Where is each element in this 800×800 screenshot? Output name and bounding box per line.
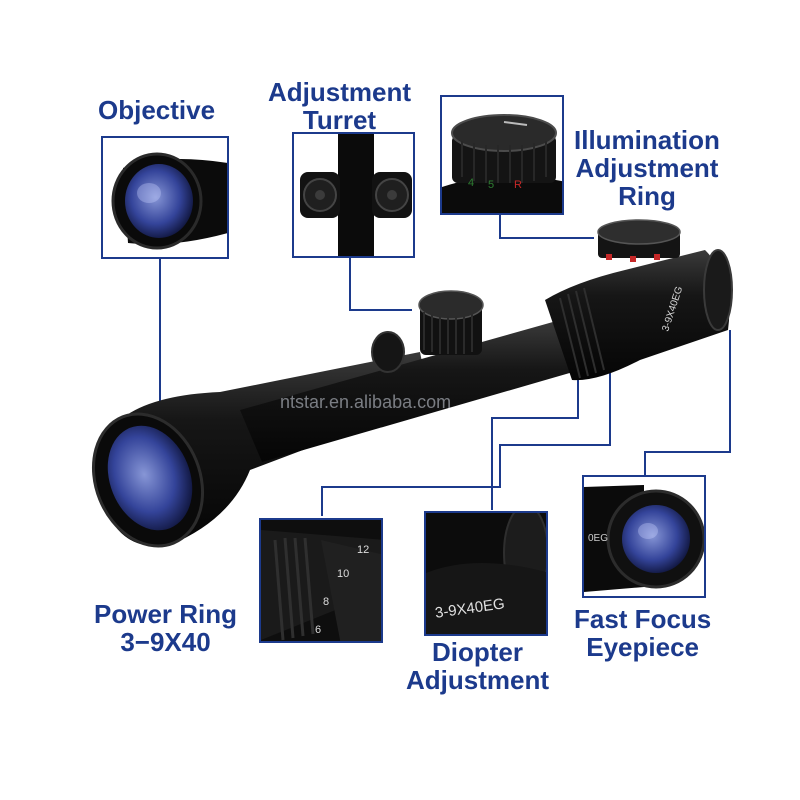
label-illumination-ring: Illumination Adjustment Ring — [574, 125, 720, 211]
power-number-8: 8 — [323, 596, 330, 608]
inset-power-ring: 6 8 10 12 — [259, 518, 383, 643]
inset-illumination: 4 5 R — [440, 95, 564, 215]
inset-eyepiece: 0EG — [582, 475, 706, 598]
leader-illum — [499, 215, 594, 239]
leader-power — [321, 372, 611, 516]
power-number-6: 6 — [315, 624, 322, 636]
eyepiece-rim — [703, 249, 733, 331]
label-diopter-adjustment: Diopter Adjustment — [406, 637, 549, 695]
leader-turret — [349, 258, 412, 311]
power-number-12: 12 — [357, 544, 370, 556]
inset-turret — [292, 132, 415, 258]
main-tube — [240, 320, 580, 462]
label-objective: Objective — [98, 95, 216, 125]
leader-focus — [644, 330, 731, 475]
windage-turret — [371, 331, 405, 373]
eyepiece-assembly — [545, 249, 733, 381]
objective-lens — [107, 425, 193, 531]
inset-diopter: 3-9X40EG — [424, 511, 548, 636]
label-adjustment-turret: Adjustment Turret — [268, 77, 411, 135]
illum-number-r: R — [514, 179, 522, 191]
power-number-10: 10 — [337, 568, 350, 580]
inset-objective — [101, 136, 229, 259]
illum-number-5: 5 — [488, 179, 495, 191]
eyepiece-inset-marking: 0EG — [588, 533, 609, 544]
illum-number-4: 4 — [468, 177, 475, 189]
elevation-turret — [418, 290, 484, 355]
label-power-ring: Power Ring 3−9X40 — [94, 599, 238, 657]
label-fast-focus-eyepiece: Fast Focus Eyepiece — [574, 604, 712, 662]
illumination-knob — [597, 219, 681, 262]
watermark: ntstar.en.alibaba.com — [280, 392, 452, 412]
leader-diopter — [491, 380, 579, 510]
leader-lines — [159, 215, 731, 516]
